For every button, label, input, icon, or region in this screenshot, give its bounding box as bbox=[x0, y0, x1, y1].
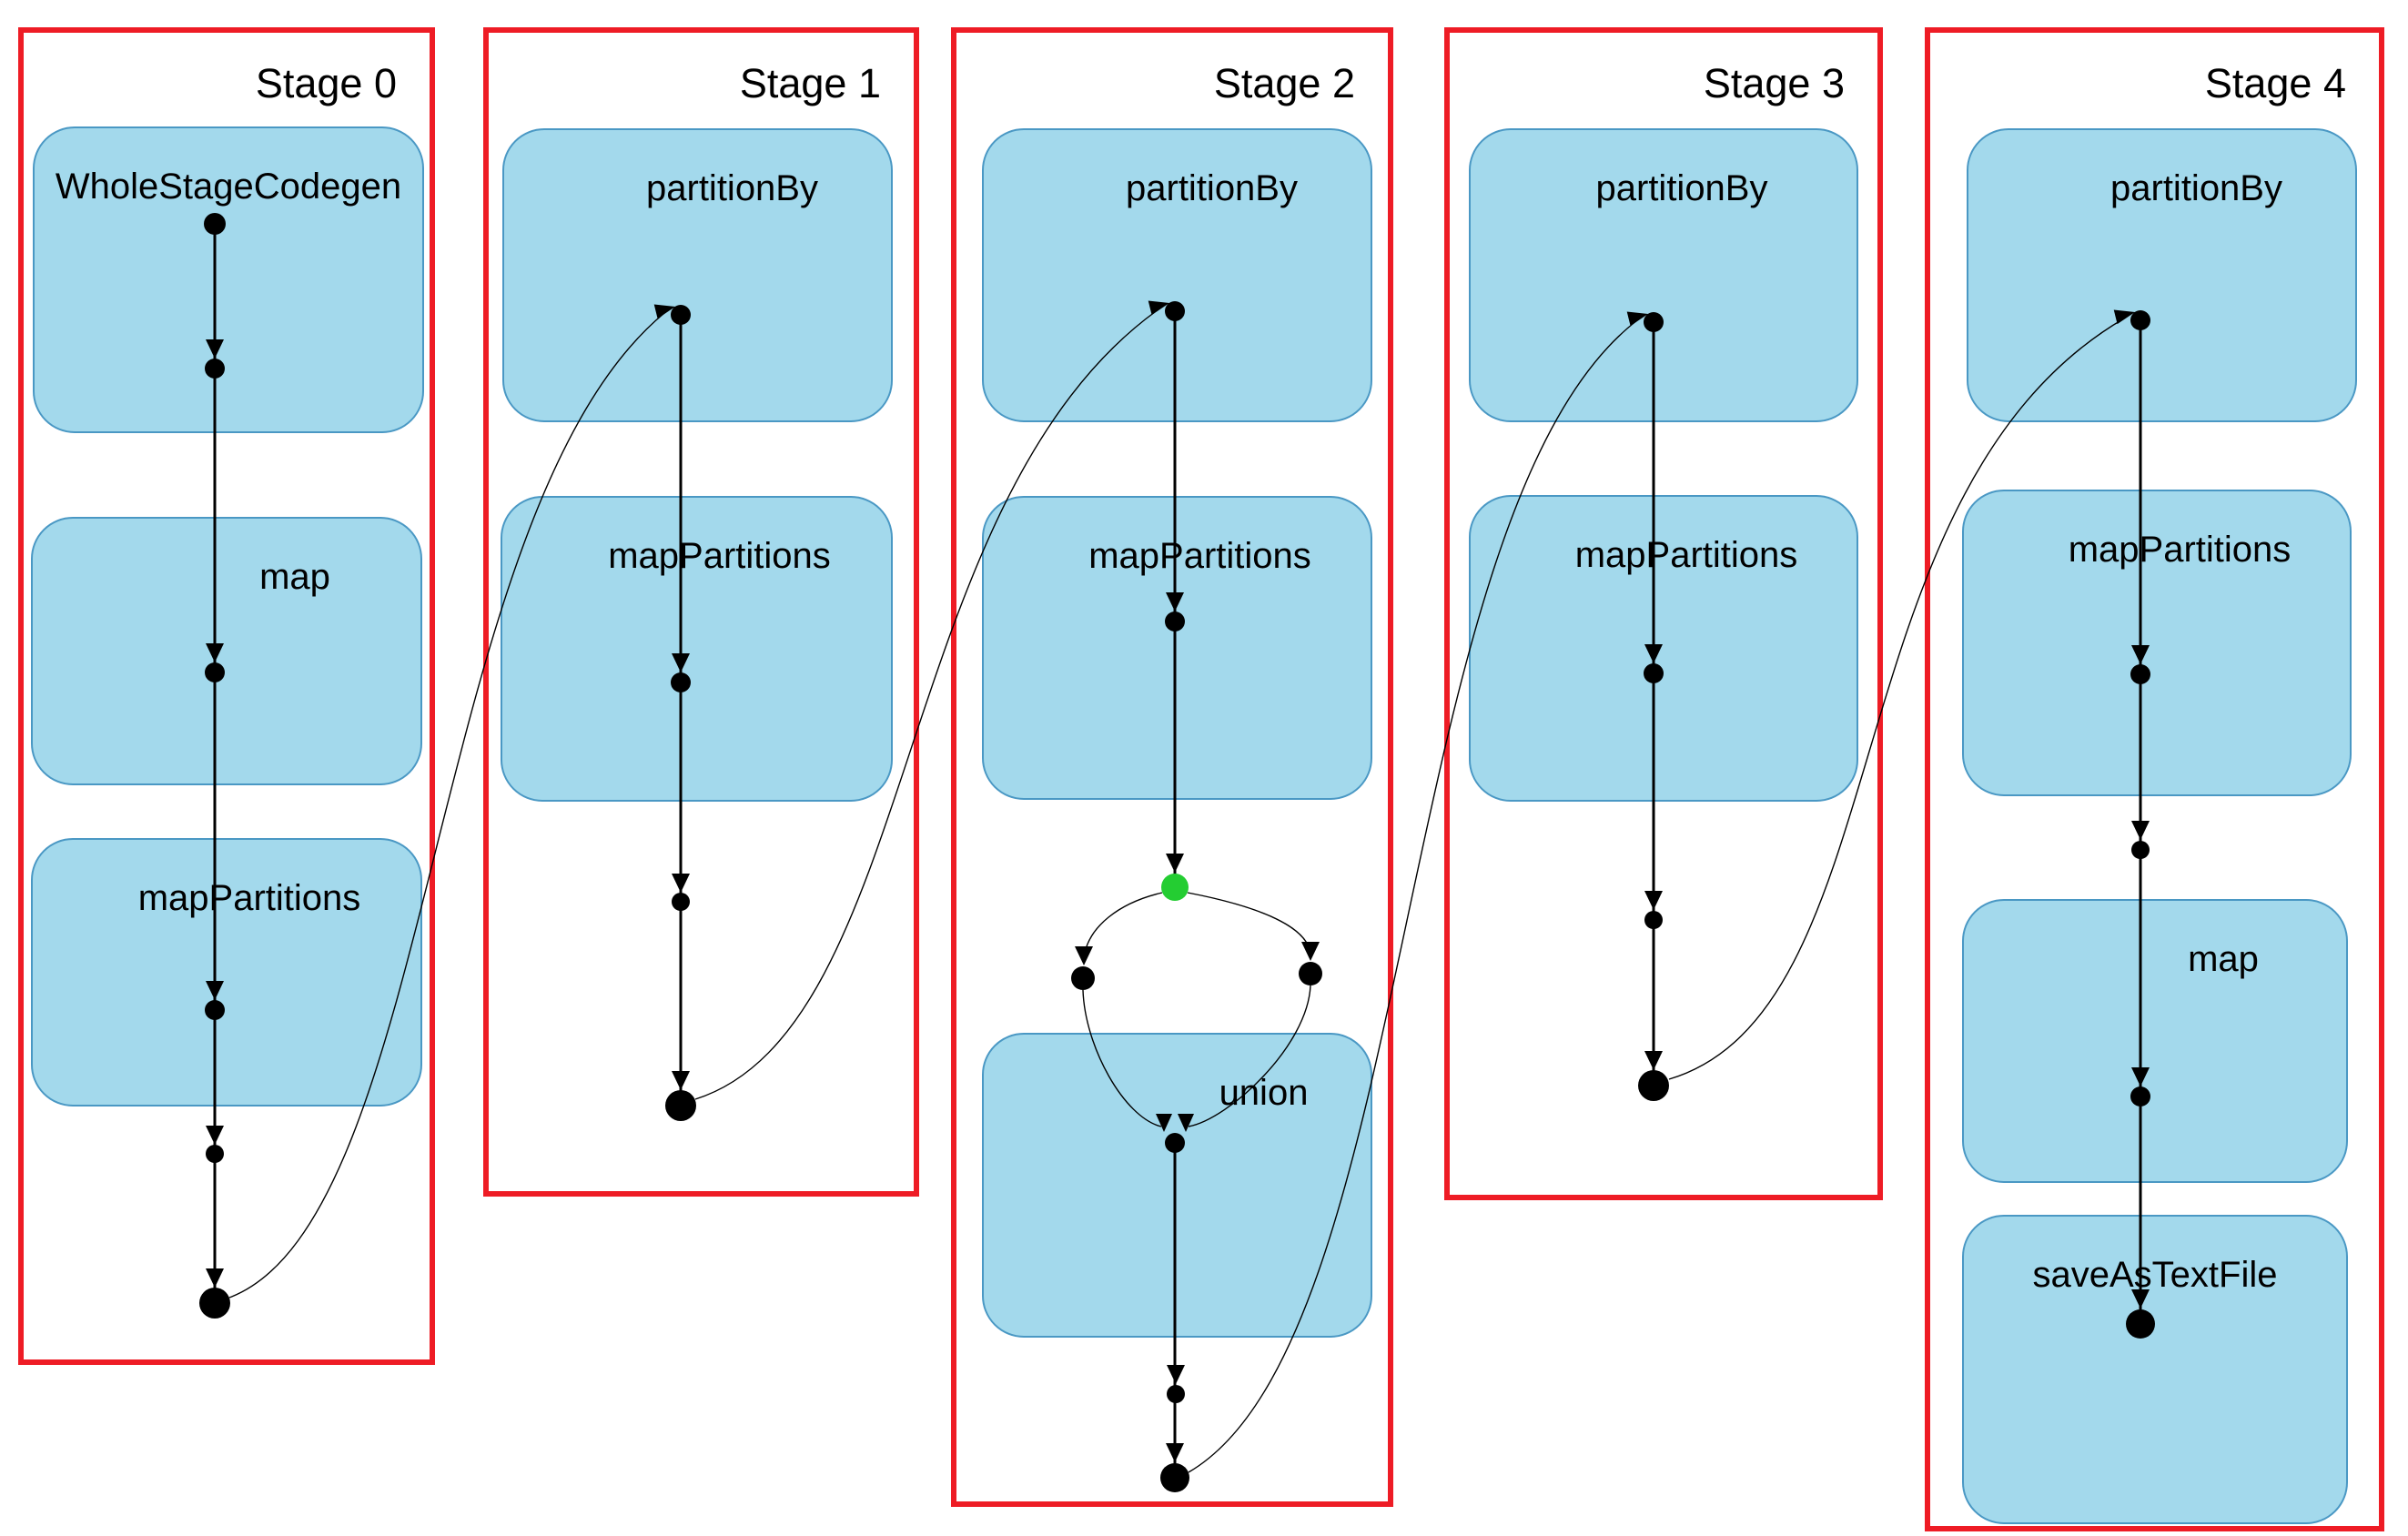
stage-3-title: Stage 3 bbox=[1703, 60, 1845, 106]
operation-box-mappartitions: mapPartitions bbox=[982, 496, 1372, 800]
operation-label: mapPartitions bbox=[1088, 536, 1311, 576]
operation-box-mappartitions: mapPartitions bbox=[31, 838, 422, 1107]
stage-0-title: Stage 0 bbox=[255, 60, 397, 106]
operation-label: partitionBy bbox=[1126, 168, 1298, 208]
operation-label: map bbox=[2188, 939, 2259, 979]
operation-box-partitionby: partitionBy bbox=[502, 128, 893, 422]
stage-1-title: Stage 1 bbox=[739, 60, 881, 106]
operation-label: mapPartitions bbox=[2068, 530, 2292, 570]
operation-label: WholeStageCodegen bbox=[55, 167, 402, 207]
operation-label: partitionBy bbox=[646, 168, 818, 208]
operation-label: mapPartitions bbox=[1574, 535, 1798, 575]
operation-box-partitionby: partitionBy bbox=[982, 128, 1372, 422]
operation-box-mappartitions: mapPartitions bbox=[501, 496, 893, 802]
operation-label: mapPartitions bbox=[608, 536, 831, 576]
stage-4-title: Stage 4 bbox=[2204, 60, 2346, 106]
operation-box-map: map bbox=[1962, 899, 2348, 1183]
operation-box-map: map bbox=[31, 517, 422, 785]
operation-label: union bbox=[1219, 1073, 1309, 1113]
operation-box-mappartitions: mapPartitions bbox=[1469, 495, 1858, 802]
operation-label: partitionBy bbox=[2110, 168, 2282, 208]
operation-box-saveastextfile: saveAsTextFile bbox=[1962, 1215, 2348, 1524]
operation-box-wholestagecodegen: WholeStageCodegen bbox=[33, 126, 424, 433]
operation-label: mapPartitions bbox=[137, 878, 361, 918]
operation-label: map bbox=[259, 557, 330, 597]
operation-box-partitionby: partitionBy bbox=[1967, 128, 2357, 422]
stage-2-title: Stage 2 bbox=[1213, 60, 1355, 106]
operation-label: partitionBy bbox=[1595, 168, 1768, 208]
operation-box-mappartitions: mapPartitions bbox=[1962, 490, 2352, 796]
operation-box-union: union bbox=[982, 1033, 1372, 1338]
operation-label: saveAsTextFile bbox=[2032, 1255, 2278, 1295]
operation-box-partitionby: partitionBy bbox=[1469, 128, 1858, 422]
